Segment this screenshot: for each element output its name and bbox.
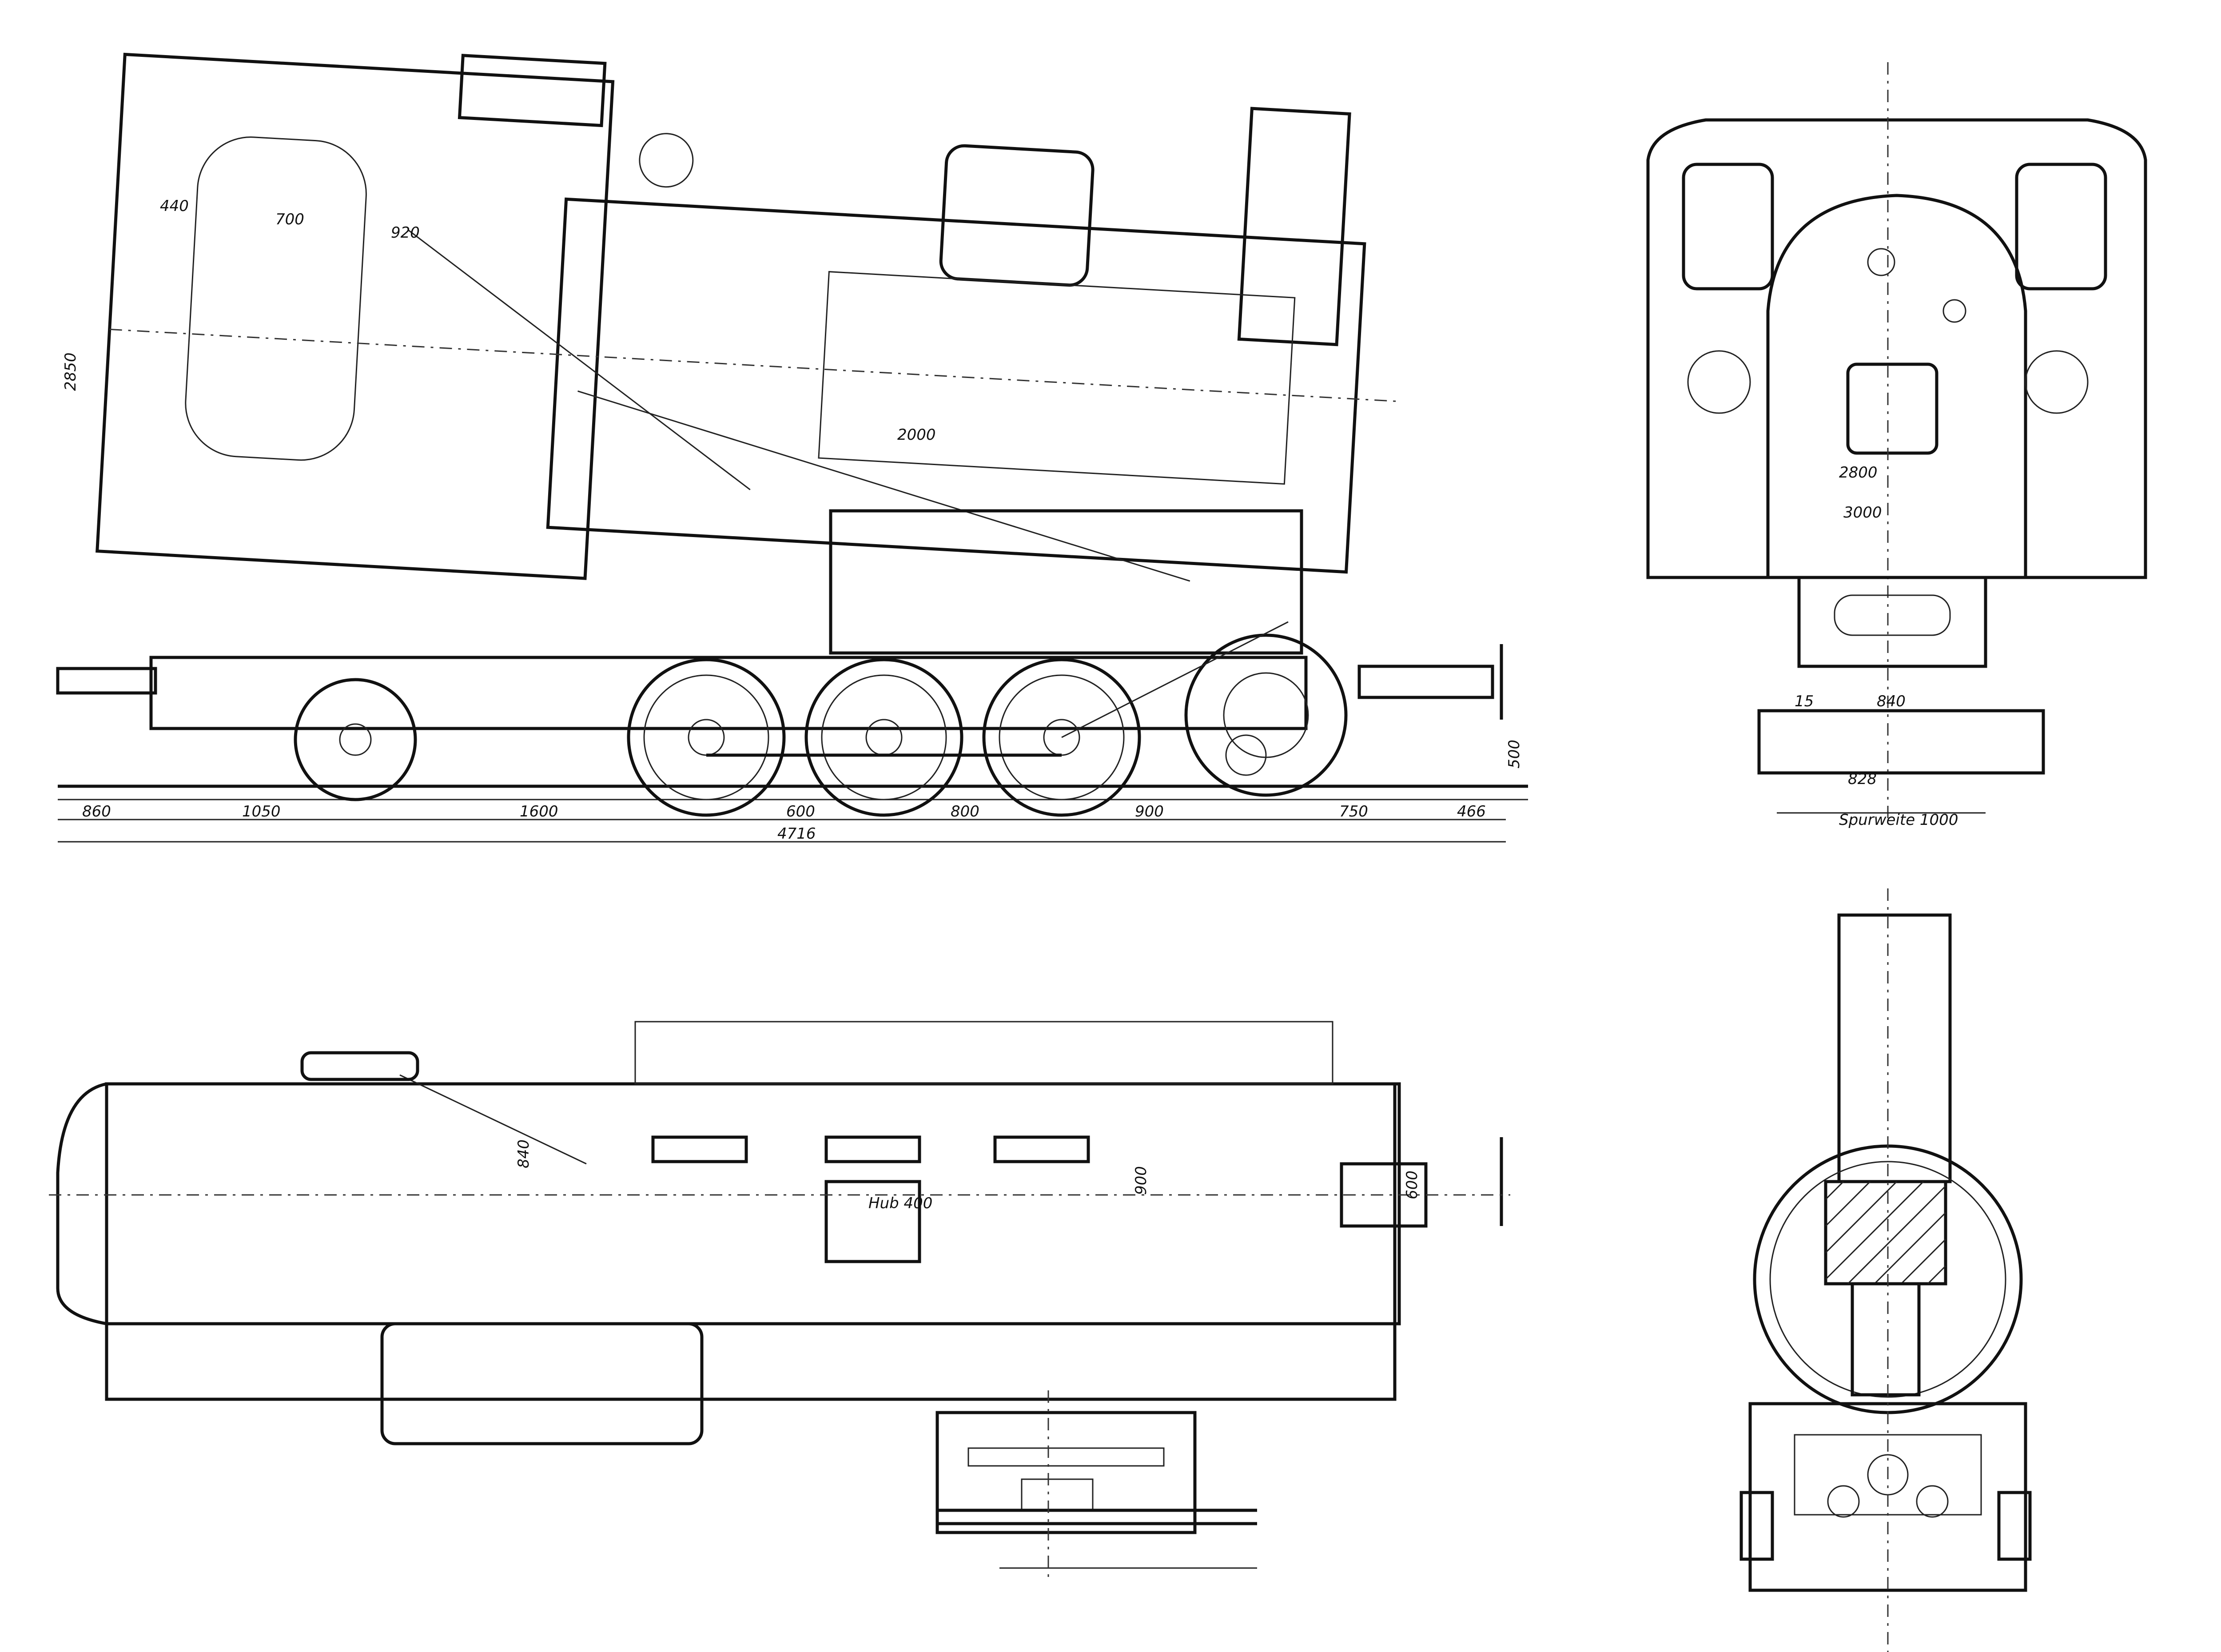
dim-600: 600 xyxy=(786,803,815,820)
dim-plan-840: 840 xyxy=(515,1139,533,1168)
driving-wheel-2 xyxy=(804,658,963,817)
dim-800: 800 xyxy=(951,803,979,820)
dim-1050: 1050 xyxy=(242,803,281,820)
plan-view: 840 Hub 400 900 600 xyxy=(49,1021,1510,1445)
dim-gauge: Spurweite 1000 xyxy=(1839,811,1958,829)
dim-860: 860 xyxy=(82,803,111,820)
dim-3000: 3000 xyxy=(1843,504,1882,521)
cogwheel-drive xyxy=(1184,633,1348,797)
dim-750: 750 xyxy=(1339,803,1368,820)
dim-466: 466 xyxy=(1457,803,1486,820)
dim-500: 500 xyxy=(1505,740,1523,768)
driving-wheel-1 xyxy=(627,658,786,817)
dim-700: 700 xyxy=(275,211,304,228)
dim-440: 440 xyxy=(160,197,189,215)
dim-2850: 2850 xyxy=(62,352,80,391)
dim-828: 828 xyxy=(1848,770,1877,788)
trailing-wheel xyxy=(294,678,417,801)
smokebox-front-view xyxy=(1739,888,2032,1652)
cab-front-view: 2800 3000 840 15 828 Spurweite 1000 xyxy=(1646,62,2147,829)
dim-840: 840 xyxy=(1877,693,1906,710)
dim-920: 920 xyxy=(391,224,420,242)
dim-900: 900 xyxy=(1135,803,1164,820)
dim-stroke: Hub 400 xyxy=(868,1194,932,1212)
dim-15: 15 xyxy=(1795,693,1814,710)
driving-wheel-3 xyxy=(982,658,1141,817)
dim-1600: 1600 xyxy=(520,803,558,820)
dim-2000: 2000 xyxy=(897,426,936,444)
spark-arrester-screen xyxy=(1824,1180,1947,1286)
side-elevation-view: 860 1050 1600 600 800 900 750 466 4716 4… xyxy=(56,52,1528,843)
dim-plan-600: 600 xyxy=(1403,1170,1421,1199)
dim-plan-900: 900 xyxy=(1132,1166,1150,1195)
dim-overall-length: 4716 xyxy=(777,825,816,843)
detail-section-view xyxy=(935,1390,1257,1581)
dim-2800: 2800 xyxy=(1839,464,1878,482)
